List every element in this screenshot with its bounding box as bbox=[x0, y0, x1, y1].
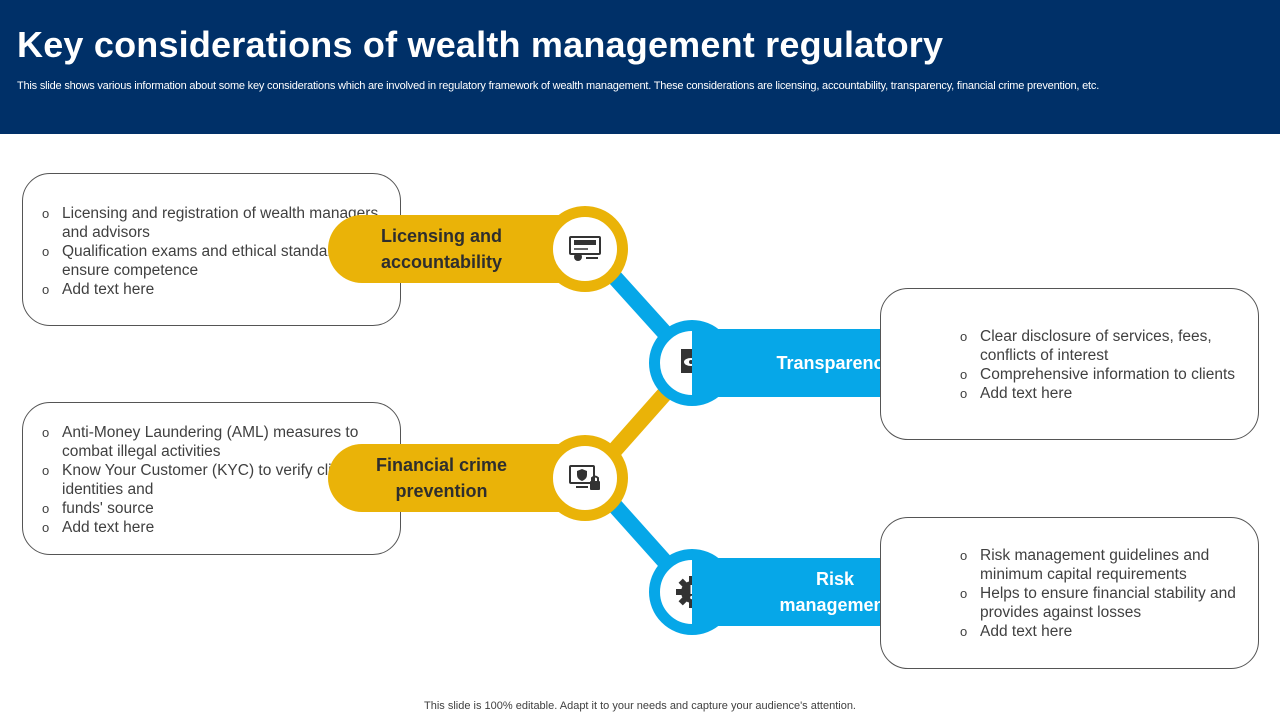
page-subtitle: This slide shows various information abo… bbox=[17, 80, 1100, 92]
label-line: accountability bbox=[380, 252, 503, 272]
list-item: Know Your Customer (KYC) to verify clien… bbox=[42, 461, 388, 499]
label-line: Licensing and bbox=[380, 226, 503, 246]
list-item: Add text here bbox=[960, 622, 1246, 641]
list-item: Add text here bbox=[960, 384, 1246, 403]
label-line: Risk bbox=[815, 569, 854, 589]
list-item: Helps to ensure financial stability and … bbox=[960, 584, 1246, 622]
license-icon bbox=[569, 236, 601, 261]
crime-prevention-icon-circle bbox=[542, 435, 628, 521]
list-item: Licensing and registration of wealth man… bbox=[42, 204, 388, 242]
label-line: management bbox=[779, 595, 891, 615]
footer-note: This slide is 100% editable. Adapt it to… bbox=[424, 700, 856, 712]
list-item: Add text here bbox=[42, 518, 388, 537]
list-item: Qualification exams and ethical standard… bbox=[42, 242, 388, 280]
list-item: Add text here bbox=[42, 280, 388, 299]
list-item: funds' source bbox=[42, 499, 388, 518]
list-item: Comprehensive information to clients bbox=[960, 365, 1246, 384]
list-item: Anti-Money Laundering (AML) measures to … bbox=[42, 423, 388, 461]
secure-computer-icon bbox=[569, 465, 600, 490]
list-item: Clear disclosure of services, fees, conf… bbox=[960, 327, 1246, 365]
licensing-icon-circle bbox=[542, 206, 628, 292]
label-line: Financial crime bbox=[375, 455, 508, 475]
transparency-details-box: Clear disclosure of services, fees, conf… bbox=[880, 288, 1259, 440]
label-line: prevention bbox=[395, 481, 488, 501]
header-banner: Key considerations of wealth management … bbox=[0, 0, 1280, 134]
risk-details-box: Risk management guidelines and minimum c… bbox=[880, 517, 1259, 669]
list-item: Risk management guidelines and minimum c… bbox=[960, 546, 1246, 584]
page-title: Key considerations of wealth management … bbox=[17, 24, 944, 65]
crime-prevention-label: Financial crime prevention bbox=[328, 444, 590, 512]
label-line: Transparency bbox=[776, 353, 894, 373]
